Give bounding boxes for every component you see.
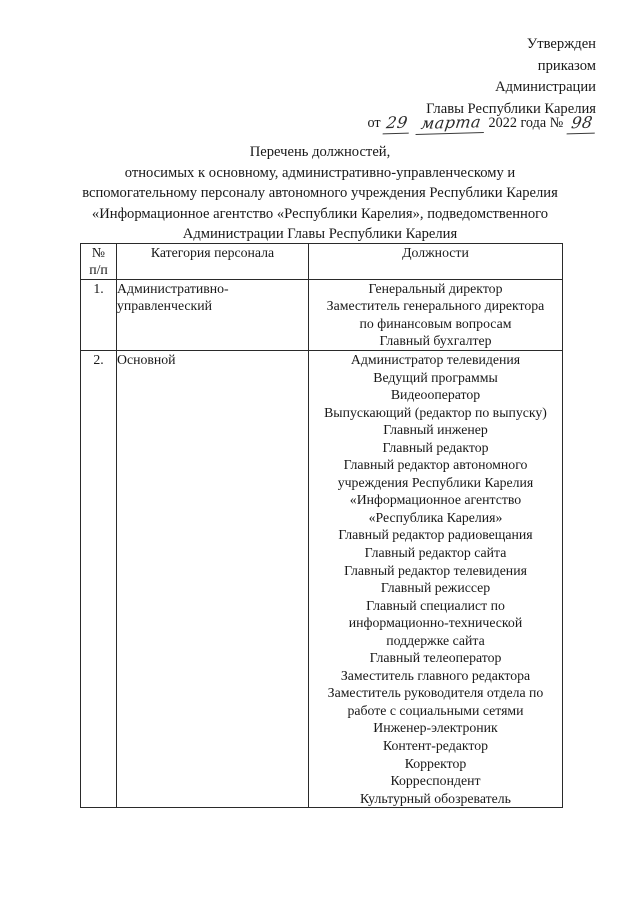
approval-block: Утвержден приказом Администрации Главы Р…: [276, 34, 596, 120]
handwritten-day: 29: [382, 112, 412, 135]
row-category-line: Основной: [117, 352, 176, 367]
column-header-number-bottom: п/п: [89, 262, 108, 278]
table-header: № п/п Категория персонала Должности: [80, 243, 563, 280]
row-category: Основной: [116, 349, 309, 809]
position-item: «Информационное агентство: [349, 492, 522, 508]
table-body: 1. Административно- управленческий Генер…: [80, 278, 563, 809]
positions-table-wrapper: № п/п Категория персонала Должности 1. А…: [80, 243, 563, 809]
approval-line-4: Главы Республики Карелия: [426, 100, 596, 117]
position-item: Главный специалист по: [366, 597, 505, 613]
position-item: Заместитель главного редактора: [340, 667, 531, 683]
document-title: Перечень должностей, относимых к основно…: [50, 142, 590, 245]
table-row: 2. Основной Администратор телевидения Ве…: [80, 349, 563, 809]
position-item: Главный редактор телевидения: [344, 562, 527, 578]
position-item: поддержке сайта: [386, 632, 485, 648]
handwritten-order-number: 98: [566, 112, 598, 135]
position-item: Главный телеоператор: [369, 650, 502, 666]
position-item: Администратор телевидения: [350, 352, 521, 367]
position-item: Главный редактор автономного: [343, 457, 528, 473]
title-line-5: Администрации Главы Республики Карелия: [182, 226, 458, 243]
row-category-line: управленческий: [117, 298, 213, 314]
position-item: Ведущий программы: [373, 369, 498, 385]
position-item: Заместитель руководителя отдела по: [327, 685, 544, 701]
row-positions: Генеральный директор Заместитель генерал…: [308, 278, 563, 352]
approval-line-2: приказом: [537, 57, 596, 74]
row-category: Административно- управленческий: [116, 278, 309, 352]
position-item: Генеральный директор: [368, 280, 503, 296]
approval-line-3: Администрации: [495, 79, 596, 95]
position-item: Главный инженер: [383, 422, 488, 438]
date-year: 2022 года: [488, 115, 547, 131]
row-positions: Администратор телевидения Ведущий програ…: [308, 349, 563, 809]
table-row: 1. Административно- управленческий Генер…: [80, 278, 563, 352]
position-item: Видеооператор: [390, 387, 481, 403]
position-item: Выпускающий (редактор по выпуску): [324, 404, 547, 420]
position-item: учреждения Республики Карелия: [337, 474, 534, 490]
position-item: Инженер-электроник: [373, 720, 498, 736]
order-date-line: от 29 марта 2022 года № 98: [367, 112, 598, 135]
column-header-category: Категория персонала: [116, 243, 309, 280]
position-item: информационно-технической: [348, 615, 523, 631]
positions-table: № п/п Категория персонала Должности 1. А…: [80, 243, 563, 809]
row-number: 1.: [80, 278, 117, 352]
row-number: 2.: [80, 349, 117, 809]
position-item: Контент-редактор: [382, 738, 489, 754]
table-header-row: № п/п Категория персонала Должности: [80, 243, 563, 280]
number-sign-label: №: [549, 115, 564, 131]
position-item: Главный редактор радиовещания: [338, 527, 533, 543]
position-item: по финансовым вопросам: [359, 315, 512, 331]
column-header-number-top: №: [91, 245, 106, 260]
row-category-line: Административно-: [117, 280, 229, 296]
title-line-2: относимых к основному, административно-у…: [124, 164, 516, 181]
column-header-number: № п/п: [80, 243, 117, 280]
position-item: Корректор: [404, 755, 467, 771]
position-item: работе с социальными сетями: [347, 702, 524, 718]
title-line-4: «Информационное агентство «Республики Ка…: [91, 205, 549, 222]
approval-line-1: Утвержден: [526, 36, 596, 52]
position-item: Главный редактор сайта: [364, 545, 507, 561]
position-item: Главный режиссер: [380, 580, 491, 596]
position-item: Заместитель генерального директора: [326, 298, 545, 314]
position-item: Главный бухгалтер: [379, 333, 492, 349]
position-item: «Республика Карелия»: [368, 509, 503, 525]
position-item: Культурный обозреватель: [360, 790, 511, 806]
handwritten-month: марта: [415, 112, 487, 135]
column-header-positions: Должности: [308, 243, 563, 280]
position-item: Корреспондент: [390, 773, 481, 789]
position-item: Главный редактор: [382, 439, 489, 455]
date-prefix: от: [367, 115, 381, 131]
title-line-3: вспомогательному персоналу автономного у…: [82, 185, 558, 202]
title-line-1: Перечень должностей,: [249, 144, 391, 160]
